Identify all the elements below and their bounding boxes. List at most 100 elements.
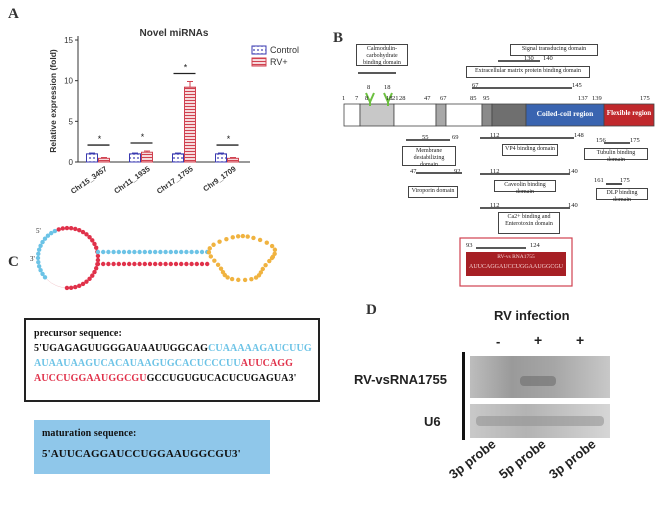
- stem-nucleotide-bottom: [194, 261, 199, 267]
- legend-label-2: RV+: [270, 57, 288, 67]
- axis-1: 1: [342, 95, 346, 102]
- precursor-line-1: 5'UGAGAGUUGGGAUAAUUGGCAGCUAAAAAGAUCUUG: [34, 341, 312, 356]
- lane2-sign: +: [534, 332, 543, 348]
- num-55: 55: [422, 134, 429, 141]
- right-loop-nucleotide: [245, 234, 250, 239]
- axis-8: 8: [365, 95, 369, 102]
- stem-nucleotide-bottom: [106, 261, 111, 267]
- right-loop-nucleotide: [264, 240, 269, 245]
- domain-tubulin: Tubulin binding domain: [584, 148, 648, 163]
- right-loop-nucleotide: [206, 250, 212, 255]
- loop-nucleotide: [60, 226, 65, 231]
- category-label: Chr11_1935: [112, 164, 151, 195]
- num-47: 47: [410, 168, 417, 175]
- stem-nucleotide-top: [194, 249, 199, 255]
- stem-nucleotide-bottom: [163, 261, 168, 267]
- right-loop-nucleotide: [224, 236, 229, 242]
- loop-nucleotide: [73, 226, 78, 232]
- loop-nucleotide: [93, 266, 99, 271]
- loop-nucleotide: [64, 285, 70, 291]
- stem-nucleotide-top: [199, 249, 205, 255]
- num-93: 93: [466, 242, 473, 249]
- stem-nucleotide-top: [142, 249, 147, 255]
- axis-28: 28: [399, 95, 406, 102]
- precursor-l3-red: AUCCUGGAAUGGCGU: [34, 373, 147, 384]
- right-loop-nucleotide: [212, 258, 217, 263]
- precursor-box: precursor sequence: 5'UGAGAGUUGGGAUAAUUG…: [24, 318, 320, 402]
- loop-nucleotide: [45, 233, 51, 238]
- bar-control-1: [86, 153, 98, 163]
- row-label-vsrna: RV-vsRNA1755: [354, 372, 447, 387]
- stem-nucleotide-top: [116, 249, 122, 255]
- precursor-l2-red: AUUCAGG: [240, 358, 294, 369]
- blot-divider: [462, 352, 465, 440]
- axis-7: 7: [355, 95, 359, 102]
- stem-nucleotide-top: [127, 249, 132, 255]
- loop-nucleotide: [56, 227, 61, 232]
- num-140: 140: [543, 55, 553, 62]
- right-loop-nucleotide: [258, 270, 264, 275]
- stem-nucleotide-bottom: [199, 261, 205, 267]
- stem-nucleotide-top: [137, 249, 142, 255]
- stem-nucleotide-top: [189, 249, 194, 255]
- maturation-sequence: 5'AUUCAGGAUCCUGGAAUGGCGU3': [42, 448, 241, 460]
- significance-star: *: [227, 134, 231, 144]
- right-loop-nucleotide: [257, 237, 263, 243]
- precursor-l3-black: GCCUGUGUCACUCUGAGUA3': [146, 373, 297, 384]
- loop-nucleotide: [92, 269, 97, 275]
- stem-nucleotide-bottom: [189, 261, 194, 267]
- loop-nucleotide: [87, 276, 92, 282]
- stem-nucleotide-top: [179, 249, 184, 255]
- y-tick-label: 0: [69, 158, 74, 167]
- probe-label-1: 3p probe: [446, 436, 499, 482]
- right-loop-nucleotide: [269, 243, 275, 249]
- vsrna-box-sequence: AUUCAGGAUCCUGGAAUGGCGU: [468, 264, 563, 270]
- right-loop-nucleotide: [215, 262, 221, 267]
- loop-nucleotide: [87, 234, 92, 240]
- precursor-label: precursor sequence:: [34, 328, 122, 339]
- num-175b: 175: [620, 177, 630, 184]
- y-axis-label: Relative expression (fold): [48, 49, 58, 153]
- loop-nucleotide: [42, 236, 48, 241]
- domain-ca2: Ca2+ binding and Enterotoxin domain: [498, 212, 560, 234]
- right-loop-nucleotide: [249, 276, 254, 282]
- right-loop-nucleotide: [217, 239, 222, 244]
- domain-dlp: DLP binding domain: [596, 188, 648, 203]
- axis-47: 47: [424, 95, 431, 102]
- panel-label-a: A: [8, 6, 19, 22]
- legend-label-1: Control: [270, 45, 299, 55]
- right-loop-nucleotide: [230, 235, 235, 240]
- axis-137: 137: [578, 95, 588, 102]
- stem-nucleotide-bottom: [142, 261, 147, 267]
- stem-nucleotide-top: [95, 249, 101, 255]
- y-tick-label: 10: [64, 77, 73, 86]
- stem-nucleotide-top: [132, 249, 137, 255]
- loop-nucleotide: [84, 279, 89, 284]
- panel-label-b: B: [333, 30, 344, 46]
- right-loop-nucleotide: [236, 277, 241, 283]
- legend-swatch-2: [251, 57, 267, 67]
- stem-nucleotide-bottom: [137, 261, 142, 267]
- num-8-top: 8: [367, 84, 371, 91]
- stem-nucleotide-top: [184, 249, 189, 255]
- num-130: 130: [524, 55, 534, 62]
- right-loop-nucleotide: [225, 275, 230, 280]
- loop-nucleotide: [36, 247, 42, 252]
- maturation-label: maturation sequence:: [42, 428, 137, 439]
- chart-title: Novel miRNAs: [140, 28, 209, 39]
- stem-nucleotide-bottom: [121, 261, 127, 267]
- num-156: 156: [596, 137, 606, 144]
- right-loop-nucleotide: [267, 258, 272, 264]
- bar-control-2: [129, 153, 141, 163]
- stem-nucleotide-top: [153, 249, 158, 255]
- axis-95: 95: [483, 95, 490, 102]
- u6-band: [476, 416, 604, 426]
- row-label-u6: U6: [424, 414, 441, 429]
- stem-nucleotide-top: [101, 249, 106, 255]
- domain-viroporin: Viroporin domain: [408, 186, 458, 198]
- bar-rv-2: [141, 151, 153, 163]
- num-175a: 175: [630, 137, 640, 144]
- northern-title: RV infection: [494, 308, 570, 323]
- domain-calmodulin: Calmodulin-carbohydrate binding domain: [356, 44, 408, 66]
